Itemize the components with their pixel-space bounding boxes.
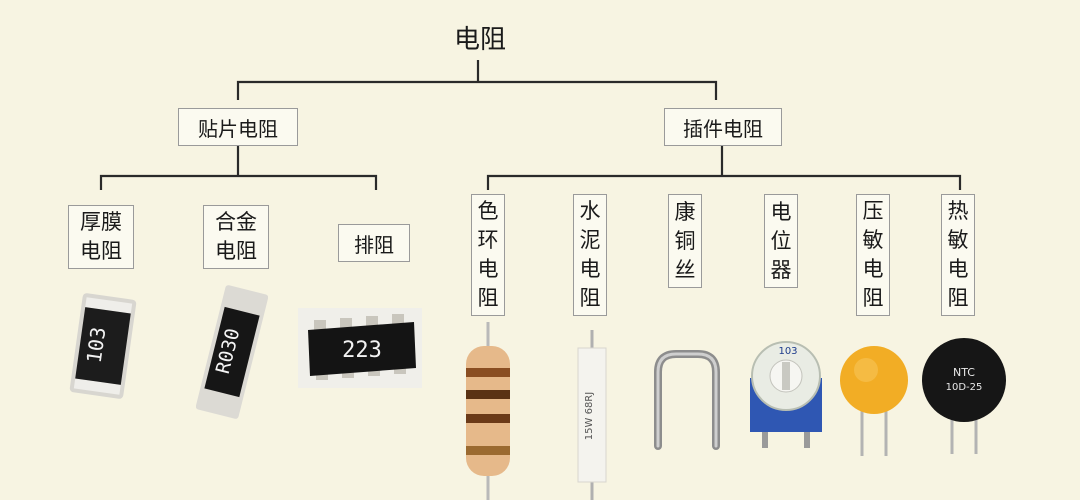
char: 电 xyxy=(770,199,792,224)
char: 压 xyxy=(862,199,884,223)
group-smd-resistor: 贴片电阻 xyxy=(178,108,298,146)
connector-smd-to-leaves xyxy=(99,146,378,190)
char: 水 xyxy=(579,199,601,223)
thick-film-code-text: 103 xyxy=(82,325,111,364)
root-label: 电阻 xyxy=(453,25,506,55)
connector-root-to-groups xyxy=(236,60,718,100)
char: 阻 xyxy=(947,286,969,310)
char: 丝 xyxy=(674,257,696,282)
leaf-constantan-wire: 康 铜 丝 xyxy=(668,194,702,288)
char: 阻 xyxy=(477,286,499,310)
char: 色 xyxy=(477,199,499,223)
char: 阻 xyxy=(579,286,601,310)
char: 泥 xyxy=(579,228,601,252)
leaf-resistor-array: 排阻 xyxy=(338,224,410,262)
leaf-alloy-line1: 合金 xyxy=(215,210,257,234)
char: 敏 xyxy=(862,228,884,252)
char: 电 xyxy=(477,257,499,281)
leaf-thick-film-line2: 电阻 xyxy=(80,239,122,263)
cement-resistor-image: 15W 68RJ xyxy=(577,330,607,500)
leaf-alloy-resistor: 合金 电阻 xyxy=(203,205,269,269)
leaf-varistor: 压 敏 电 阻 xyxy=(856,194,890,316)
char: 电 xyxy=(862,257,884,281)
char: 铜 xyxy=(674,228,696,253)
color-ring-resistor-image xyxy=(466,322,510,500)
ntc-thermistor-image: NTC 10D-25 xyxy=(922,338,1006,454)
array-code-text: 223 xyxy=(342,338,382,363)
alloy-resistor-image: R030 xyxy=(196,285,268,419)
leaf-cement-resistor: 水 泥 电 阻 xyxy=(573,194,607,316)
resistor-array-image: 223 xyxy=(298,308,422,388)
cement-code-text: 15W 68RJ xyxy=(584,392,595,440)
char: 电 xyxy=(579,257,601,281)
leaf-potentiometer: 电 位 器 xyxy=(764,194,798,288)
constantan-wire-image xyxy=(654,350,720,450)
thick-film-chip-image: 103 xyxy=(69,293,137,399)
ntc-line1-text: NTC xyxy=(953,366,975,379)
leaf-color-ring-resistor: 色 环 电 阻 xyxy=(471,194,505,316)
char: 环 xyxy=(477,228,499,252)
ntc-line2-text: 10D-25 xyxy=(946,382,983,393)
pot-code-text: 103 xyxy=(778,346,797,357)
varistor-image xyxy=(840,346,908,456)
char: 敏 xyxy=(947,228,969,252)
group-through-hole-resistor: 插件电阻 xyxy=(664,108,782,146)
leaf-thermistor: 热 敏 电 阻 xyxy=(941,194,975,316)
connector-tht-to-leaves xyxy=(486,146,962,190)
char: 康 xyxy=(674,199,696,224)
leaf-thick-film-resistor: 厚膜 电阻 xyxy=(68,205,134,269)
potentiometer-image: 103 xyxy=(750,341,822,448)
char: 位 xyxy=(770,228,792,253)
leaf-alloy-line2: 电阻 xyxy=(215,239,257,263)
leaf-thick-film-line1: 厚膜 xyxy=(80,210,122,234)
char: 器 xyxy=(770,257,792,282)
char: 热 xyxy=(947,199,969,223)
char: 电 xyxy=(947,257,969,281)
char: 阻 xyxy=(862,286,884,310)
